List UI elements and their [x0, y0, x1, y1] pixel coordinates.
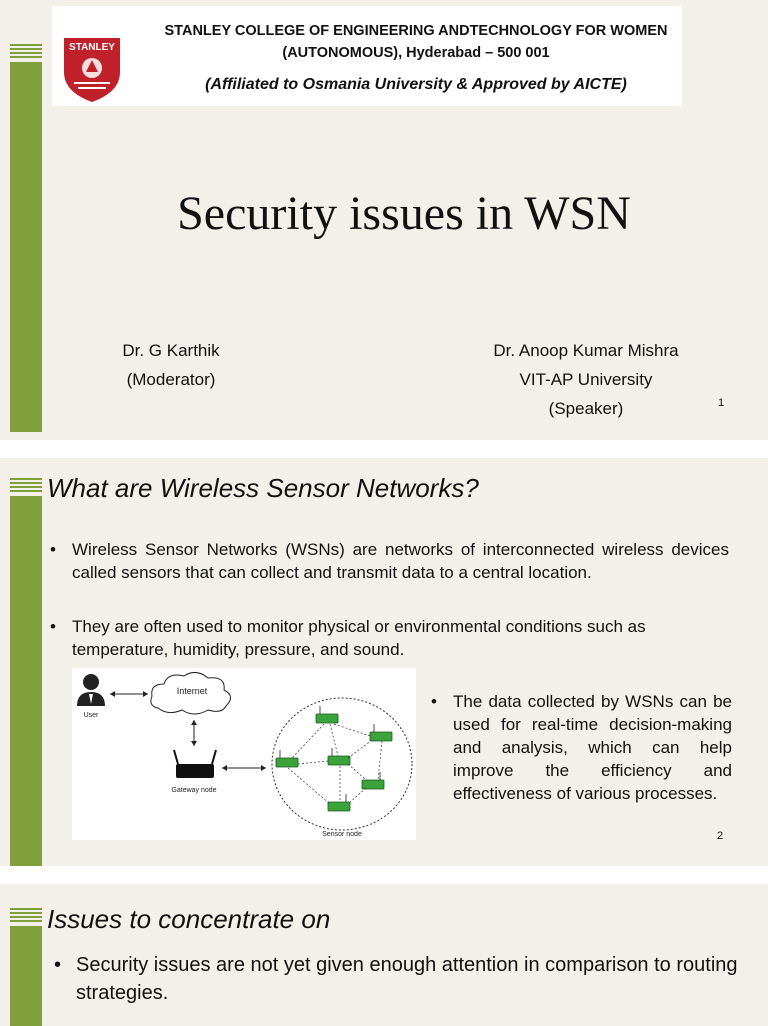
slide-separator: [0, 866, 768, 884]
slide-heading: What are Wireless Sensor Networks?: [47, 473, 479, 503]
college-logo: STANLEY: [64, 38, 120, 102]
logo-text: STANLEY: [69, 42, 115, 53]
user-label: User: [84, 712, 99, 719]
page-number: 1: [718, 397, 725, 409]
slide-3: Issues to concentrate on • Security issu…: [0, 884, 768, 1026]
bullet-text: Wireless Sensor Networks (WSNs) are netw…: [72, 540, 729, 582]
internet-cloud-icon: [150, 672, 231, 715]
bullet-item: • Wireless Sensor Networks (WSNs) are ne…: [50, 538, 729, 584]
gateway-label: Gateway node: [171, 787, 216, 794]
slide-separator: [0, 440, 768, 458]
slide-2: What are Wireless Sensor Networks? • Wir…: [0, 458, 768, 866]
slide-heading: Issues to concentrate on: [47, 904, 331, 934]
bullet-text: They are often used to monitor physical …: [72, 617, 646, 659]
moderator-name: Dr. G Karthik: [122, 341, 220, 360]
sensor-node-icons: [275, 713, 393, 812]
presentation-title: Security issues in WSN: [177, 187, 631, 240]
sensor-label: Sensor node: [322, 831, 362, 838]
speaker-role: (Speaker): [548, 399, 624, 418]
bullet-text: The data collected by WSNs can be used f…: [453, 692, 732, 803]
moderator-block: Dr. G Karthik (Moderator): [100, 336, 242, 394]
college-name-line1: STANLEY COLLEGE OF ENGINEERING ANDTECHNO…: [164, 23, 668, 39]
speaker-affiliation: VIT-AP University: [519, 370, 653, 389]
moderator-role: (Moderator): [126, 370, 216, 389]
internet-label: Internet: [177, 686, 208, 696]
bullet-text: Security issues are not yet given enough…: [76, 954, 738, 1004]
bullet-icon: •: [50, 540, 56, 559]
college-name-line2: (AUTONOMOUS), Hyderabad – 500 001: [282, 45, 550, 61]
bullet-icon: •: [50, 617, 56, 636]
user-icon: [77, 674, 105, 706]
bullet-icon: •: [54, 954, 62, 976]
speaker-name: Dr. Anoop Kumar Mishra: [493, 341, 679, 360]
speaker-block: Dr. Anoop Kumar Mishra VIT-AP University…: [470, 336, 702, 423]
affiliation-text: (Affiliated to Osmania University & Appr…: [205, 76, 627, 93]
bullet-item: • The data collected by WSNs can be used…: [431, 690, 732, 805]
slide-1: STANLEY STANLEY COLLEGE OF ENGINEERING A…: [0, 0, 768, 440]
college-header: STANLEY STANLEY COLLEGE OF ENGINEERING A…: [52, 6, 682, 106]
college-name: STANLEY COLLEGE OF ENGINEERING ANDTECHNO…: [152, 20, 680, 64]
bullet-item: • They are often used to monitor physica…: [50, 615, 729, 661]
page-number: 2: [717, 830, 724, 842]
gateway-router-icon: [173, 749, 217, 778]
wsn-diagram: User Internet Gateway node: [72, 668, 416, 840]
bullet-item: • Security issues are not yet given enou…: [54, 951, 748, 1007]
bullet-icon: •: [431, 692, 437, 711]
